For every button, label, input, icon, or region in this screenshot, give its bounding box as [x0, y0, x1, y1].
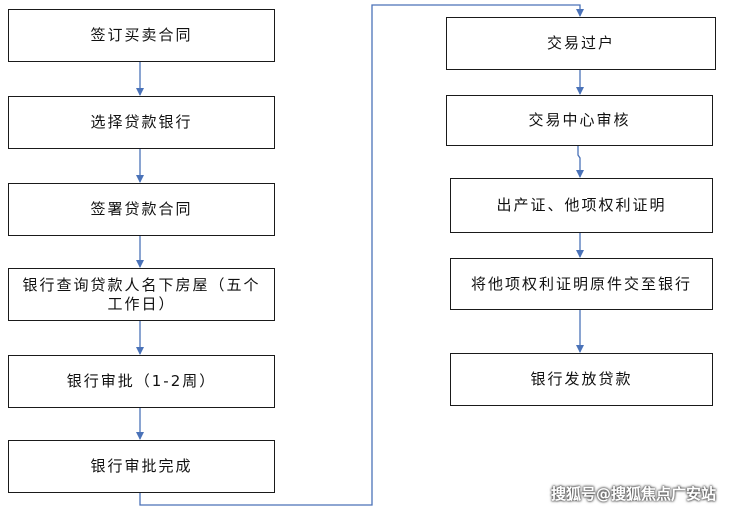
step-label: 银行审批（1-2周） [66, 372, 217, 390]
step-label: 将他项权利证明原件交至银行 [470, 274, 692, 293]
step-issue-certificates: 出产证、他项权利证明 [450, 178, 713, 233]
step-bank-disburse-loan: 银行发放贷款 [450, 353, 713, 406]
step-submit-certificate-to-bank: 将他项权利证明原件交至银行 [450, 258, 713, 310]
step-label: 交易过户 [546, 34, 615, 52]
step-sign-purchase-contract: 签订买卖合同 [8, 9, 275, 62]
step-sign-loan-contract: 签署贷款合同 [8, 183, 275, 236]
arrow-8-9 [576, 146, 584, 178]
arrow-6-7 [139, 4, 584, 506]
step-bank-check-property: 银行查询贷款人名下房屋（五个工作日） [8, 268, 275, 321]
step-transaction-center-review: 交易中心审核 [446, 95, 713, 146]
step-label: 银行发放贷款 [530, 370, 633, 388]
step-transfer-ownership: 交易过户 [446, 17, 716, 70]
step-label: 出产证、他项权利证明 [496, 196, 667, 214]
step-label: 选择贷款银行 [90, 113, 193, 131]
step-label: 签署贷款合同 [90, 200, 193, 218]
watermark: 搜狐号@搜狐焦点广安站 [550, 485, 716, 503]
step-label: 银行查询贷款人名下房屋（五个工作日） [22, 275, 261, 313]
step-choose-loan-bank: 选择贷款银行 [8, 96, 275, 149]
step-bank-approval-complete: 银行审批完成 [8, 440, 275, 493]
step-bank-approval: 银行审批（1-2周） [8, 355, 275, 408]
step-label: 银行审批完成 [90, 457, 193, 475]
step-label: 交易中心审核 [528, 111, 631, 129]
step-label: 签订买卖合同 [90, 26, 193, 44]
